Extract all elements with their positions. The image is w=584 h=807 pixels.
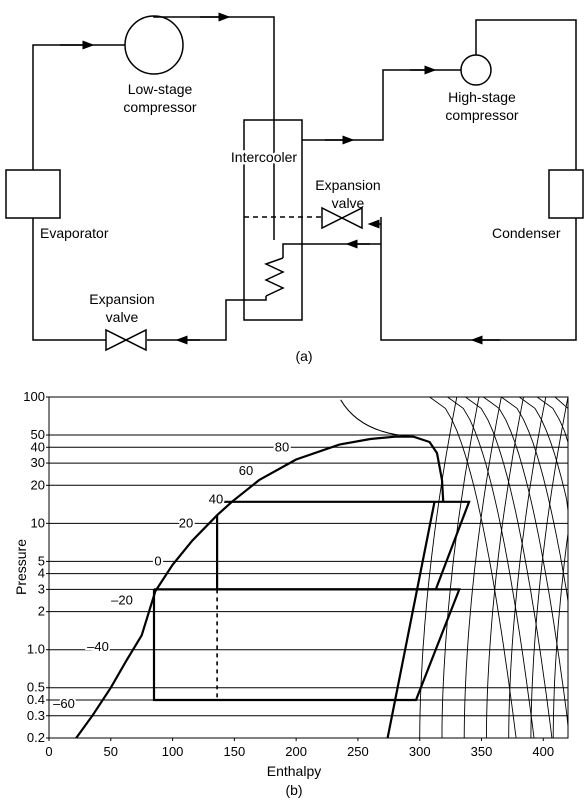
- intercooler-coil-icon: [264, 257, 285, 297]
- pipe-lowcomp-to-intercooler: [153, 16, 275, 240]
- cycle-low-stage: [152, 588, 461, 702]
- isotherm-curve: [429, 396, 517, 739]
- isentropic-curve: [441, 396, 480, 738]
- y-tick-label: 50: [31, 427, 45, 442]
- x-tick-label: 300: [409, 744, 431, 759]
- y-tick-label: 100: [23, 389, 45, 404]
- isentropic-curve: [485, 396, 524, 739]
- plot-frame: [48, 396, 569, 739]
- isotherm-curve: [483, 396, 569, 738]
- pipe-evap-to-lowcomp: [32, 44, 125, 170]
- label-low-stage-line1: Low-stage: [128, 81, 193, 97]
- label-evaporator: Evaporator: [40, 225, 109, 241]
- label-expansion-valve-right-line1: Expansion: [315, 177, 380, 193]
- x-tick-label: 50: [104, 744, 118, 759]
- intercooler-vessel: [243, 119, 303, 321]
- y-tick-label: 2: [38, 604, 45, 619]
- isentropic-curve: [463, 396, 502, 739]
- label-high-stage-line1: High-stage: [448, 89, 516, 105]
- temperature-label: –40: [87, 639, 109, 654]
- expansion-valve-left-icon: [105, 328, 147, 352]
- cycle-labels: Low-stage compressor High-stage compress…: [40, 81, 561, 364]
- y-tick-label: 4: [38, 566, 45, 581]
- pipe-intercooler-to-highcomp: [302, 69, 461, 141]
- isotherm-curve: [501, 396, 569, 738]
- caption-a: (a): [295, 348, 312, 364]
- condenser-box: [548, 169, 584, 219]
- y-tick-label: 10: [31, 515, 45, 530]
- x-tick-label: 100: [162, 744, 184, 759]
- pipe-highcomp-to-condenser: [475, 19, 577, 170]
- y-tick-label: 40: [31, 439, 45, 454]
- x-tick-label: 350: [471, 744, 493, 759]
- isotherm-curve: [465, 396, 553, 739]
- y-tick-label: 0.2: [27, 730, 45, 745]
- y-tick-label: 0.5: [27, 680, 45, 695]
- y-tick-label: 20: [31, 477, 45, 492]
- temperature-label: 40: [209, 491, 223, 506]
- x-tick-label: 400: [532, 744, 554, 759]
- x-tick-label: 0: [45, 744, 52, 759]
- temperature-label: –20: [111, 593, 133, 608]
- isotherm-curve: [554, 396, 569, 738]
- temperature-label: 20: [179, 515, 193, 530]
- x-axis-label: Enthalpy: [267, 763, 321, 779]
- x-tick-label: 200: [285, 744, 307, 759]
- y-tick-label: 0.4: [27, 692, 45, 707]
- evaporator-box: [5, 169, 61, 219]
- isentropic-curve: [552, 397, 569, 739]
- low-stage-compressor-icon: [124, 15, 184, 75]
- pipe-to-coil: [282, 243, 381, 258]
- label-intercooler: Intercooler: [231, 149, 297, 165]
- caption-b: (b): [285, 782, 302, 798]
- label-expansion-valve-left-line2: valve: [106, 309, 139, 325]
- temperature-label: 80: [275, 439, 289, 454]
- y-tick-label: 30: [31, 455, 45, 470]
- y-tick-label: 3: [38, 581, 45, 596]
- x-tick-label: 250: [347, 744, 369, 759]
- saturation-dome: [75, 435, 445, 739]
- high-stage-compressor-icon: [460, 54, 492, 86]
- y-axis-label: Pressure: [13, 539, 29, 595]
- y-tick-label: 1.0: [27, 642, 45, 657]
- pipe-valve-to-evaporator: [32, 218, 106, 341]
- isotherm-curve: [447, 396, 535, 739]
- label-high-stage-line2: compressor: [445, 107, 518, 123]
- y-tick-label: 5: [38, 553, 45, 568]
- cycle-schematic: [5, 12, 584, 352]
- isentropic-curve: [508, 396, 547, 739]
- temperature-label: 0: [154, 553, 161, 568]
- temperature-label: –60: [53, 696, 75, 711]
- y-tick-label: 0.3: [27, 708, 45, 723]
- x-tick-label: 150: [224, 744, 246, 759]
- label-condenser: Condenser: [492, 225, 561, 241]
- label-expansion-valve-right-line2: valve: [332, 195, 365, 211]
- cycle-vapor-line: [386, 501, 436, 739]
- label-expansion-valve-left-line1: Expansion: [89, 291, 154, 307]
- critical-hook: [340, 399, 410, 437]
- temperature-label: 60: [239, 463, 253, 478]
- isentropic-curve: [419, 396, 458, 739]
- expansion-valve-right-icon: [321, 206, 363, 230]
- isentropic-curve: [530, 396, 569, 739]
- label-low-stage-line2: compressor: [123, 99, 196, 115]
